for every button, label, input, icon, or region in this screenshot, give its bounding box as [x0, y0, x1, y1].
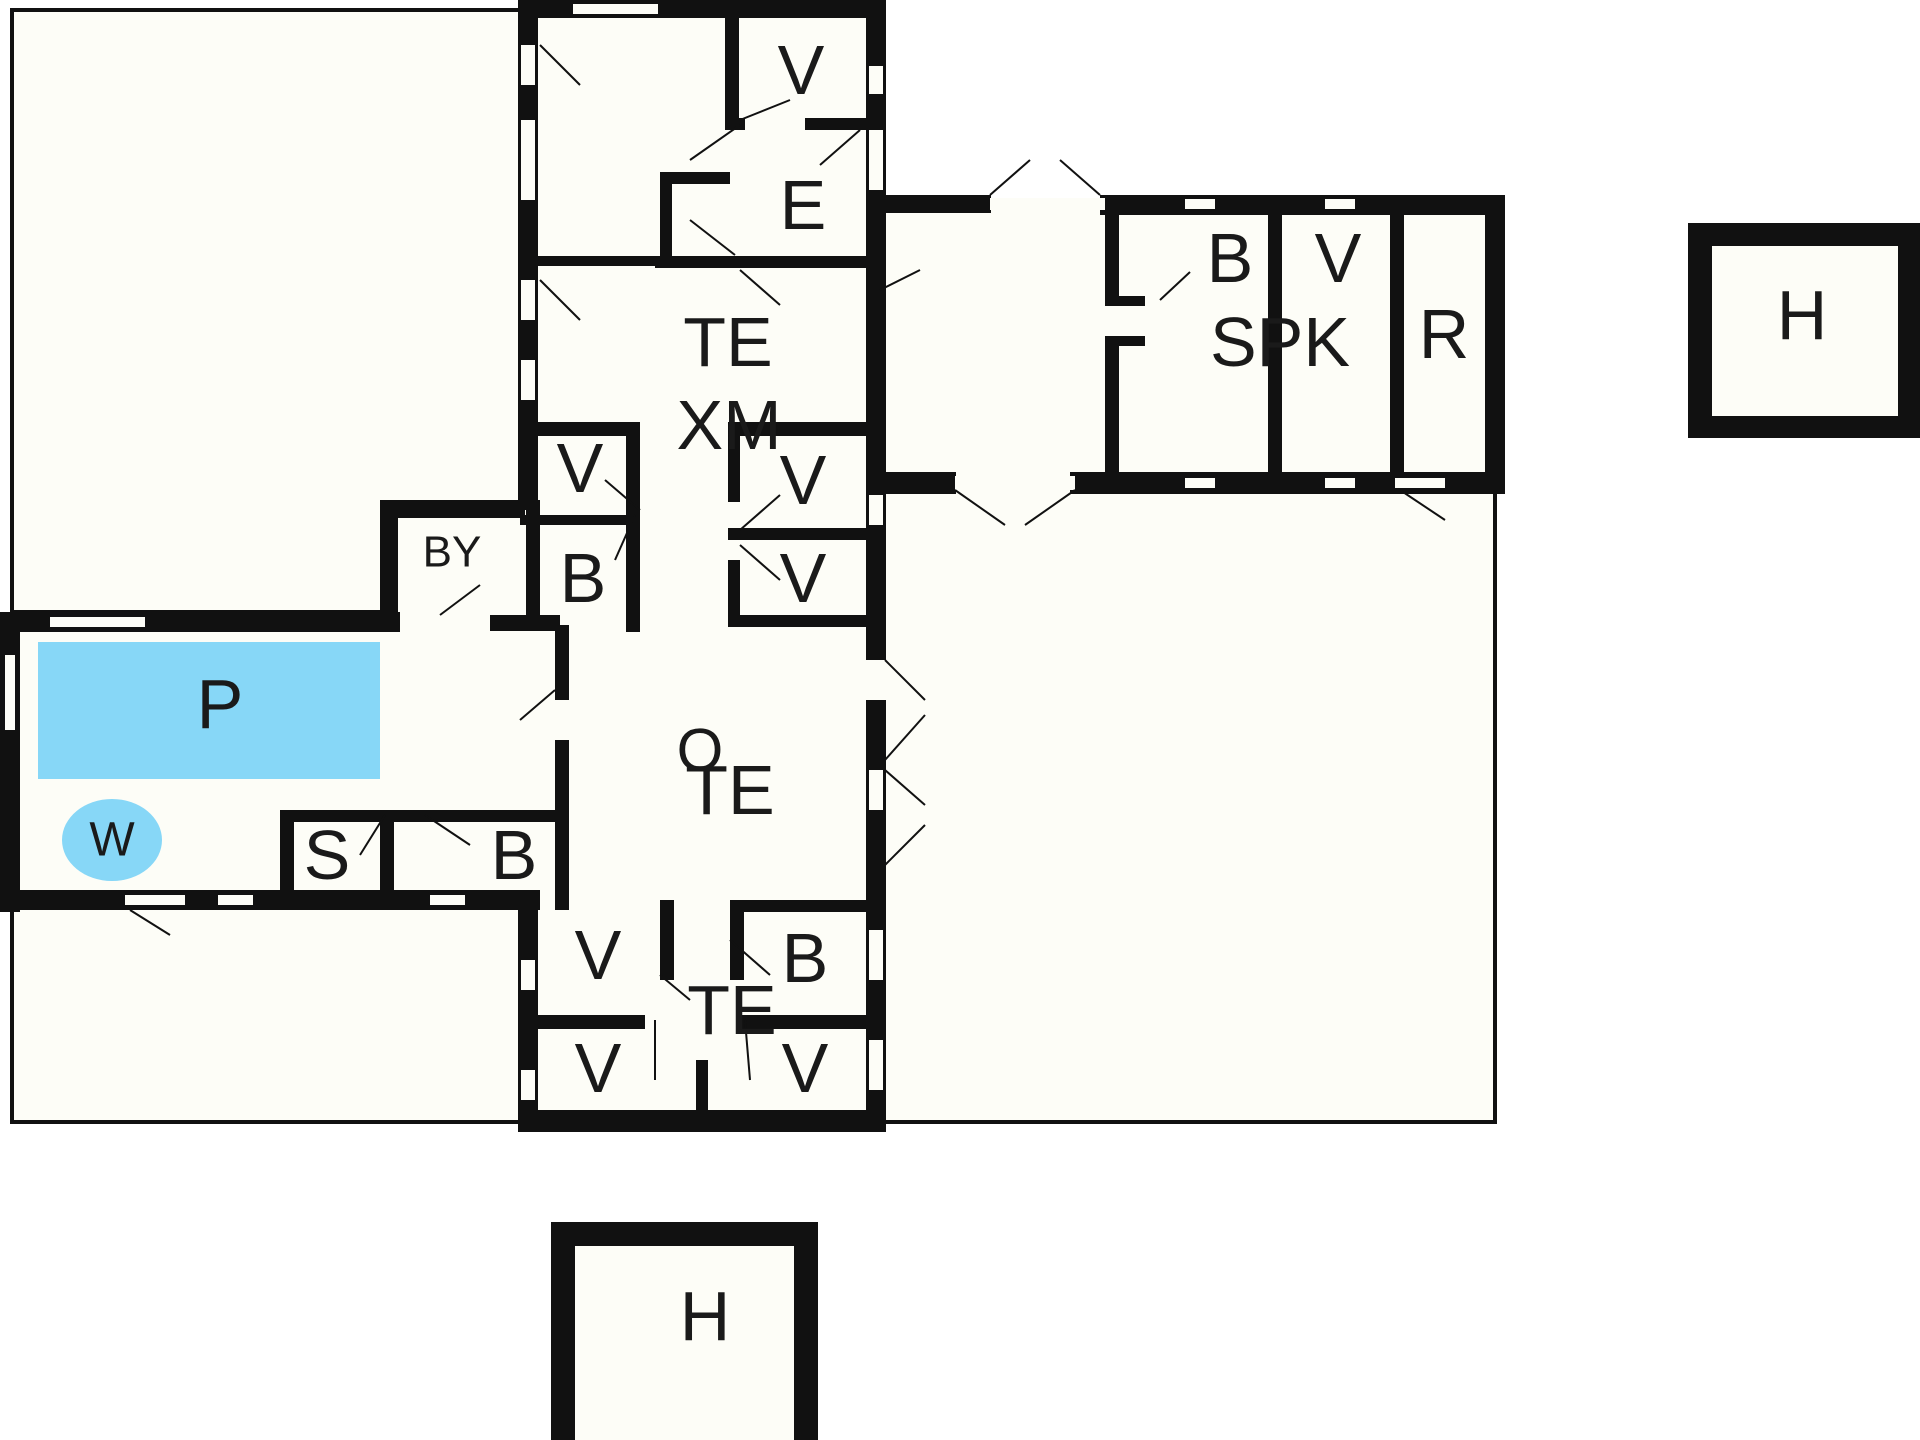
label-b-bottom-right: B: [782, 919, 829, 997]
label-h-right: H: [1777, 276, 1828, 354]
garden-house-right-floor: [1712, 246, 1898, 416]
label-b-pool: B: [491, 816, 538, 894]
label-te-center: TE: [685, 751, 774, 829]
label-h-bottom: H: [680, 1277, 731, 1355]
house-floor-main: [525, 10, 880, 1125]
terrace-left-bottom: [10, 898, 524, 1124]
label-v-bottom-right: V: [782, 1029, 829, 1107]
garden-house-bottom-floor: [575, 1246, 794, 1440]
whirlpool: [62, 799, 162, 881]
windows: [5, 4, 1445, 1100]
door-swings: [129, 44, 1446, 1081]
label-by: BY: [423, 528, 482, 577]
kitchen-floor: [870, 205, 1500, 485]
label-v-kitchen: V: [1315, 219, 1362, 297]
label-te-upper: TE: [683, 303, 772, 381]
label-v-mid-right1: V: [780, 441, 827, 519]
label-v-mid-left: V: [557, 429, 604, 507]
label-v-bottom-left2: V: [575, 1029, 622, 1107]
label-b-mid: B: [560, 539, 607, 617]
label-spk: SPK: [1210, 303, 1350, 381]
label-b-kitchen: B: [1207, 219, 1254, 297]
label-s: S: [304, 816, 351, 894]
by-room-floor: [385, 505, 525, 620]
label-p: P: [197, 665, 244, 743]
label-r: R: [1419, 295, 1470, 373]
label-v-mid-right2: V: [780, 539, 827, 617]
label-w: W: [89, 814, 135, 867]
label-v-bottom-left1: V: [575, 916, 622, 994]
label-xm: XM: [677, 386, 782, 464]
label-e: E: [780, 166, 827, 244]
label-o: O: [677, 717, 724, 784]
terrace-right: [873, 483, 1497, 1124]
label-te-bottom: TE: [687, 971, 776, 1049]
label-v-top: V: [778, 31, 825, 109]
pool: [38, 642, 380, 779]
